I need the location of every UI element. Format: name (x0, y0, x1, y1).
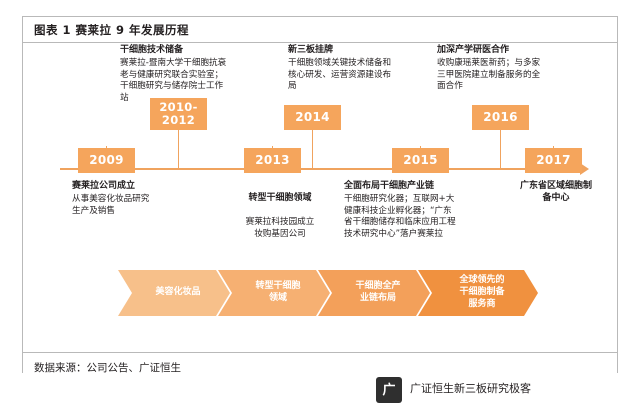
stage-chevron-4[interactable]: 全球领先的 干细胞制备 服务商 (418, 270, 538, 316)
title-divider (22, 42, 618, 43)
milestone-heading-2009: 赛莱拉公司成立 (72, 181, 136, 191)
account-name: 广证恒生新三板研究极客 (410, 382, 531, 395)
milestone-heading-2017: 广东省区域细胞制备中心 (519, 181, 592, 204)
year-box-2009[interactable]: 2009 (78, 148, 135, 173)
stem-2016 (500, 130, 501, 168)
figure-title: 图表 1 赛莱拉 9 年发展历程 (34, 23, 190, 37)
year-box-2015[interactable]: 2015 (392, 148, 449, 173)
year-box-2013[interactable]: 2013 (244, 148, 301, 173)
year-box-2016[interactable]: 2016 (472, 105, 529, 130)
milestone-body-2009: 从事美容化妆品研究生产及销售 (72, 194, 150, 216)
timeline-arrow-icon (580, 163, 589, 175)
year-box-2017[interactable]: 2017 (525, 148, 582, 173)
frame-border-left (22, 16, 23, 391)
account-logo-icon: 广 (376, 377, 402, 403)
stage-chevrons: 美容化妆品 转型干细胞 领域 干细胞全产 业链布局 全球领先的 干细胞制备 服务… (118, 270, 538, 316)
milestone-text-2015: 全面布局干细胞产业链 干细胞研究化器；互联网+大健康科技企业孵化器；“广东省干细… (344, 180, 456, 241)
milestone-body-2010-2012: 赛莱拉-暨南大学干细胞抗衰老与健康研究联合实验室；干细胞研究与储存院士工作站 (120, 58, 227, 103)
milestone-heading-2015: 全面布局干细胞产业链 (344, 181, 435, 191)
account-footer: 广 广证恒生新三板研究极客 (0, 373, 640, 407)
frame-border-top (22, 16, 618, 17)
year-box-2010-2012[interactable]: 2010- 2012 (150, 98, 207, 130)
frame-border-right (617, 16, 618, 391)
milestone-text-2014: 新三板挂牌 干细胞领域关键技术储备和核心研发、运营资源建设布局 (288, 44, 392, 93)
milestone-body-2013: 赛莱拉科技园成立 妆购基因公司 (245, 217, 315, 239)
stage-chevron-3[interactable]: 干细胞全产 业链布局 (318, 270, 430, 316)
milestone-heading-2010-2012: 干细胞技术储备 (120, 45, 184, 55)
year-box-2014[interactable]: 2014 (284, 105, 341, 130)
milestone-body-2015: 干细胞研究化器；互联网+大健康科技企业孵化器；“广东省干细胞储存和临床应用工程技… (344, 194, 456, 239)
account-logo-glyph: 广 (382, 382, 396, 398)
milestone-text-2017: 广东省区域细胞制备中心 (516, 180, 596, 206)
milestone-heading-2014: 新三板挂牌 (288, 45, 334, 55)
milestone-body-2014: 干细胞领域关键技术储备和核心研发、运营资源建设布局 (288, 58, 392, 92)
timeline-axis (60, 168, 580, 170)
milestone-heading-2016: 加深产学研医合作 (437, 45, 510, 55)
milestone-text-2009: 赛莱拉公司成立 从事美容化妆品研究生产及销售 (72, 180, 152, 217)
milestone-body-2016: 收购康瑶莱医新药；与多家三甲医院建立制备服务的全面合作 (437, 58, 541, 92)
stem-2010-2012 (178, 130, 179, 168)
milestone-heading-2013: 转型干细胞领域 (248, 192, 312, 203)
milestone-text-2016: 加深产学研医合作 收购康瑶莱医新药；与多家三甲医院建立制备服务的全面合作 (437, 44, 541, 93)
source-divider (22, 352, 618, 353)
source-note: 数据来源：公司公告、广证恒生 (34, 362, 181, 374)
stage-chevron-1[interactable]: 美容化妆品 (118, 270, 230, 316)
milestone-text-2010-2012: 干细胞技术储备 赛莱拉-暨南大学干细胞抗衰老与健康研究联合实验室；干细胞研究与储… (120, 44, 228, 105)
milestone-text-2013: 转型干细胞领域 赛莱拉科技园成立 妆购基因公司 (228, 180, 332, 241)
stage-chevron-2[interactable]: 转型干细胞 领域 (218, 270, 330, 316)
stem-2014 (312, 130, 313, 168)
